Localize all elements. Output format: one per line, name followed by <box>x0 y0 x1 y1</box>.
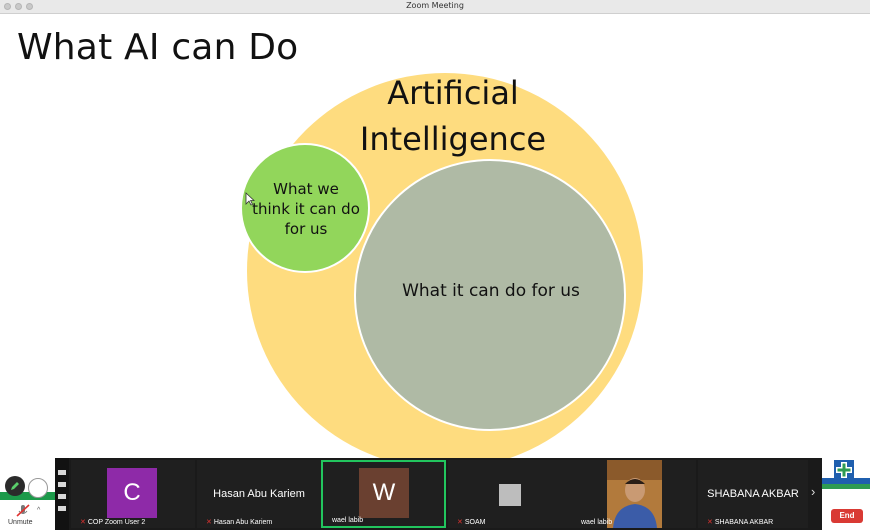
view-icon[interactable] <box>58 482 66 487</box>
participant-video <box>607 460 662 528</box>
unmute-label[interactable]: Unmute <box>8 519 33 526</box>
muted-icon: ✕ <box>206 519 212 526</box>
view-icon[interactable] <box>58 470 66 475</box>
chevron-right-icon[interactable]: › <box>811 484 816 499</box>
participant-name: ✕Hasan Abu Kariem <box>206 519 273 526</box>
think-label: What we think it can do for us <box>252 180 360 238</box>
chevron-up-icon[interactable]: ^ <box>37 507 41 514</box>
participant-display-name: SHABANA AKBAR <box>707 488 799 500</box>
participant-name: wael labib <box>581 519 613 526</box>
window-title: Zoom Meeting <box>406 1 464 10</box>
gallery-view-controls[interactable] <box>55 458 69 530</box>
avatar: C <box>107 468 157 518</box>
participant-tile[interactable]: C ✕COP Zoom User 2 <box>71 460 195 528</box>
participant-tile[interactable]: Hasan Abu Kariem ✕Hasan Abu Kariem <box>197 460 321 528</box>
muted-icon: ✕ <box>457 519 463 526</box>
slide-title: What AI can Do <box>17 27 299 68</box>
participant-name: ✕COP Zoom User 2 <box>80 519 146 526</box>
can-circle <box>354 159 626 431</box>
footer-strip <box>822 478 870 484</box>
muted-icon: ✕ <box>80 519 86 526</box>
venn-diagram <box>240 73 643 458</box>
video-placeholder-icon <box>499 484 521 506</box>
minimize-window-button[interactable] <box>15 3 22 10</box>
screen-share-toggle-button[interactable] <box>28 478 48 498</box>
avatar: W <box>359 468 409 518</box>
mouse-cursor-icon <box>245 192 255 206</box>
footer-strip <box>822 484 870 489</box>
participant-tile[interactable]: wael labib <box>572 460 696 528</box>
muted-mic-icon[interactable] <box>14 504 32 518</box>
annotate-button[interactable] <box>5 476 25 496</box>
participant-name: wael labib <box>332 517 364 524</box>
participant-tile-active[interactable]: W wael labib <box>321 460 446 528</box>
window-titlebar: Zoom Meeting <box>0 0 870 14</box>
participant-name: ✕SHABANA AKBAR <box>707 519 774 526</box>
shared-screen-slide: What AI can Do Artificial Intelligence W… <box>0 15 870 458</box>
muted-icon: ✕ <box>707 519 713 526</box>
view-icon[interactable] <box>58 494 66 499</box>
participant-tile[interactable]: SHABANA AKBAR ✕SHABANA AKBAR <box>698 460 808 528</box>
footer-strip <box>0 492 55 500</box>
pencil-icon <box>11 482 19 490</box>
maximize-window-button[interactable] <box>26 3 33 10</box>
participant-display-name: Hasan Abu Kariem <box>213 488 305 500</box>
end-meeting-button[interactable]: End <box>831 509 863 523</box>
participant-name: ✕SOAM <box>457 519 486 526</box>
meeting-controls-left <box>0 500 55 530</box>
participant-tile[interactable]: ✕SOAM <box>448 460 572 528</box>
think-circle <box>240 143 370 273</box>
participant-gallery: C ✕COP Zoom User 2 Hasan Abu Kariem ✕Has… <box>55 458 822 530</box>
logo-icon <box>834 460 854 480</box>
can-label: What it can do for us <box>402 281 580 301</box>
ai-label: Artificial Intelligence <box>359 74 547 158</box>
view-icon[interactable] <box>58 506 66 511</box>
close-window-button[interactable] <box>4 3 11 10</box>
